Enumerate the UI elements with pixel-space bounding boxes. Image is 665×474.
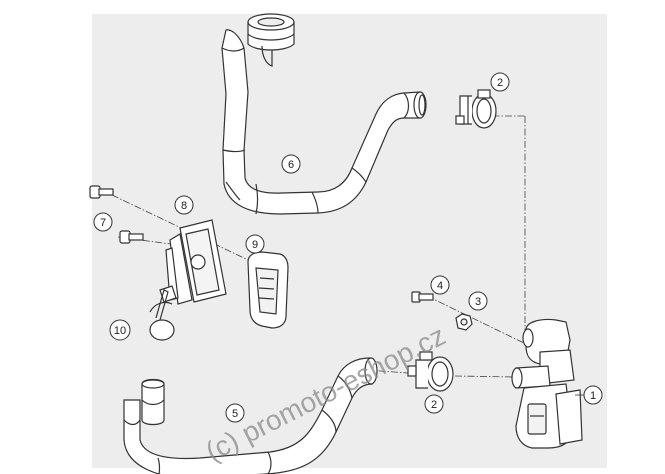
callout-6: 6 (281, 154, 301, 174)
callout-5: 5 (225, 403, 245, 423)
cable-tie (149, 289, 175, 341)
callout-10: 10 (109, 319, 131, 341)
callout-label-6: 6 (288, 159, 294, 171)
callout-4: 4 (430, 275, 450, 295)
callout-label-4: 4 (437, 280, 443, 292)
callout-label-3: 3 (475, 296, 481, 308)
callout-9: 9 (245, 234, 265, 254)
callout-8: 8 (174, 195, 194, 215)
filter-frame (159, 219, 227, 305)
callout-3: 3 (468, 291, 488, 311)
callout-7: 7 (93, 212, 113, 232)
nut (455, 313, 473, 331)
callout-label-9: 9 (252, 239, 258, 251)
hose-clamp-lower (407, 351, 454, 392)
callout-label-5: 5 (232, 408, 238, 420)
hose-upper (221, 13, 427, 215)
valve-assembly (511, 318, 583, 449)
callout-label-8: 8 (181, 200, 187, 212)
callout-label-2-upper: 2 (497, 77, 503, 89)
hose-lower (123, 357, 378, 474)
callout-label-7: 7 (100, 217, 106, 229)
callout-2-lower: 2 (424, 394, 444, 414)
bolt (411, 291, 434, 303)
callout-2-upper: 2 (490, 72, 510, 92)
callouts: 1 2 2 3 4 5 6 7 (93, 72, 603, 423)
callout-label-1: 1 (590, 390, 596, 402)
callout-1: 1 (575, 385, 603, 405)
callout-label-2-lower: 2 (431, 399, 437, 411)
callout-label-10: 10 (114, 325, 126, 337)
filter-cover (247, 251, 289, 329)
hose-clamp-upper (455, 89, 497, 129)
screws-left (89, 185, 144, 244)
